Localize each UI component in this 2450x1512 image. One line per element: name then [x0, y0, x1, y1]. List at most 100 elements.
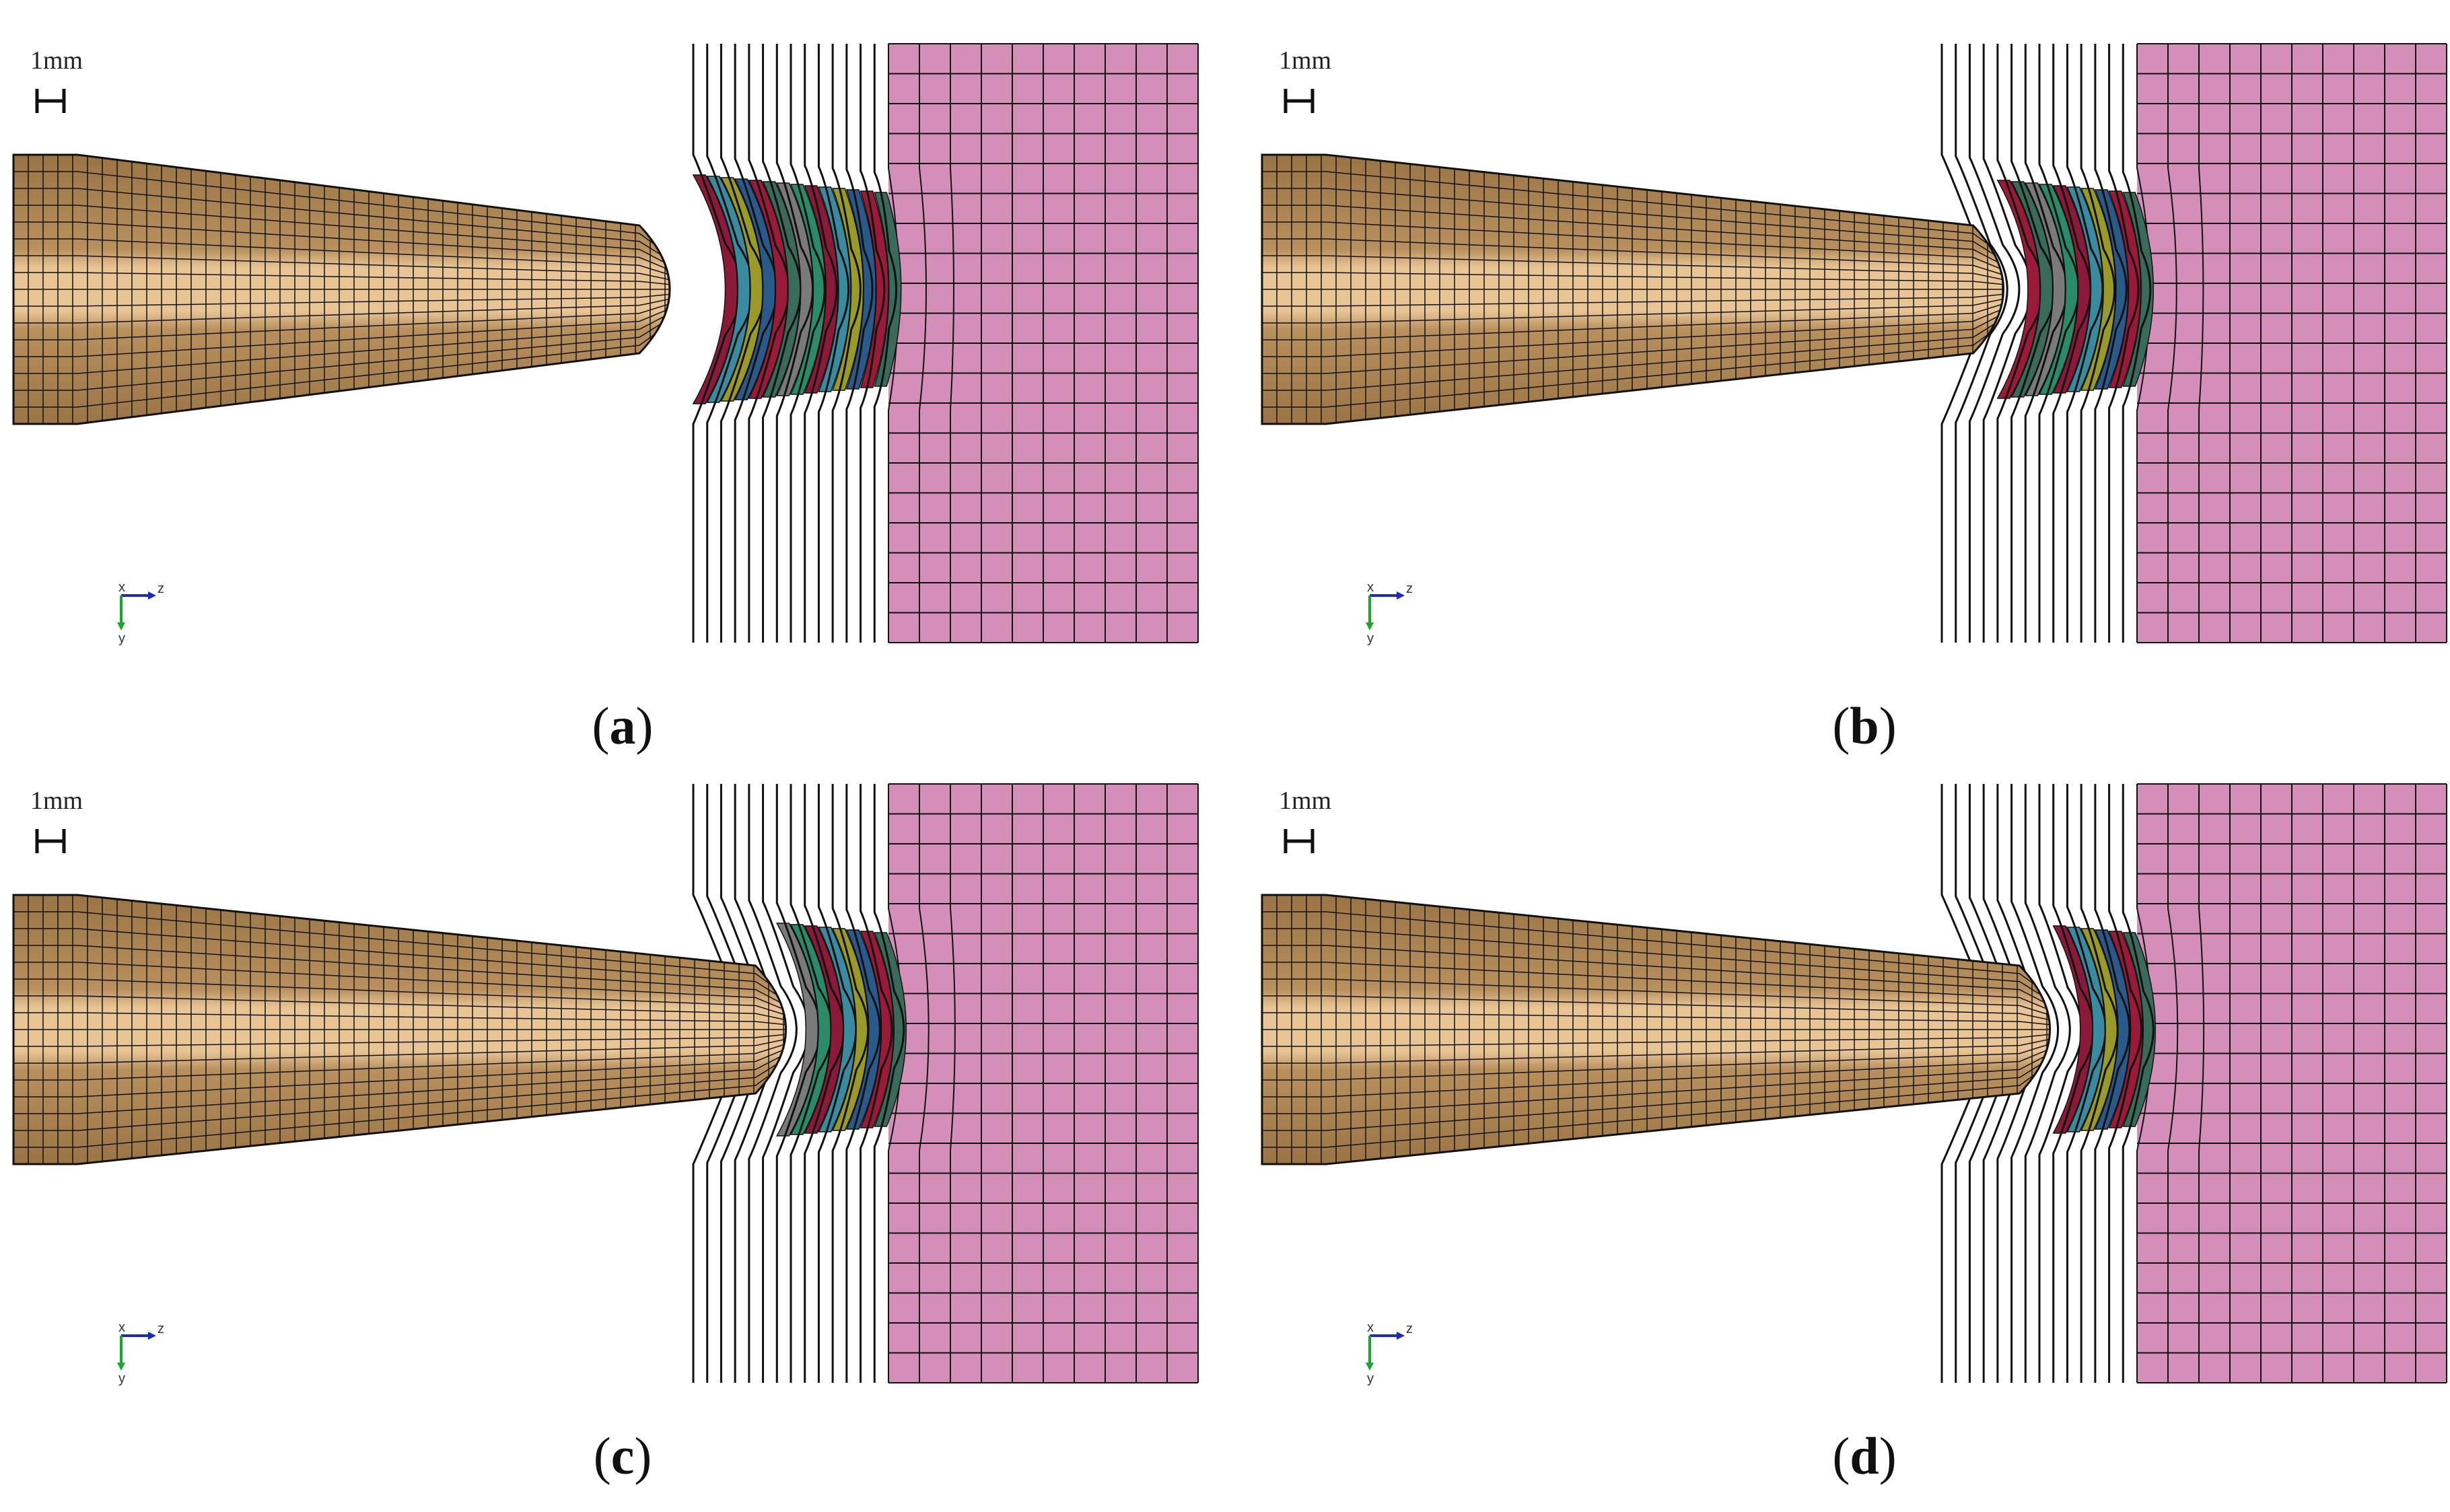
projectile-mesh-line — [13, 221, 670, 281]
plate-line — [2122, 784, 2155, 1383]
plate-bulge — [845, 189, 877, 390]
block-mesh-vertical — [950, 44, 954, 643]
plate-line — [845, 44, 874, 643]
block-mesh-vertical — [919, 44, 927, 643]
plate-line — [2010, 784, 2059, 1383]
axis-x-label: x — [1367, 1320, 1374, 1335]
plate-line — [2094, 44, 2128, 643]
plate-bulge — [2094, 929, 2131, 1130]
projectile-mesh-line — [1262, 255, 2004, 285]
projectile — [1261, 894, 2051, 1165]
target-block — [888, 43, 1199, 643]
plate-bulge — [790, 184, 827, 395]
axis-z-head — [148, 1332, 156, 1340]
block-mesh-vertical — [950, 784, 956, 1383]
plate-bulge — [706, 176, 750, 403]
plate-bulge — [2052, 925, 2093, 1134]
plate-line — [804, 44, 838, 643]
plate-line — [831, 44, 862, 643]
block-mesh-vertical — [2167, 784, 2179, 1383]
target-block — [2136, 43, 2448, 643]
plate-bulge — [845, 929, 882, 1130]
projectile-mesh-line — [1262, 995, 2050, 1025]
plate-bulge — [804, 925, 844, 1134]
plate-line — [860, 44, 886, 643]
plate-line — [817, 44, 850, 643]
plate-bulge — [874, 192, 902, 387]
plate-bulge — [860, 931, 895, 1128]
scale-label: 1mm — [1279, 46, 1331, 75]
target-block — [888, 783, 1199, 1383]
projectile-mesh-line — [13, 1034, 786, 1064]
block-mesh-vertical — [2198, 44, 2204, 643]
plate-bulge — [762, 181, 801, 398]
axis-z-head — [148, 591, 156, 600]
projectile-mesh-line — [13, 291, 670, 307]
plate-bulge — [2010, 181, 2054, 398]
axis-y-label: y — [1367, 631, 1374, 646]
plate-bulge — [720, 177, 763, 402]
plate-bulge — [734, 178, 776, 400]
plate-line — [2108, 44, 2140, 643]
plate-line — [831, 784, 870, 1383]
target-block — [2136, 783, 2448, 1383]
plate-bulge — [2080, 928, 2118, 1131]
projectile-mesh-line — [1262, 1036, 2050, 1081]
plate-bulge — [2066, 186, 2104, 392]
projectile-mesh-line — [1262, 295, 2004, 340]
panel-label-d: (d) — [1832, 1427, 1897, 1485]
panel-label-a: (a) — [592, 696, 654, 755]
scale-bar: 1mm — [30, 787, 83, 853]
plate-bulge — [2025, 182, 2066, 396]
plate-line — [748, 784, 798, 1383]
plate-line — [2024, 784, 2071, 1383]
plate-line — [2108, 784, 2143, 1383]
plate-stack — [1940, 44, 2155, 643]
axis-y-head — [117, 622, 125, 631]
plate-bulge — [776, 182, 814, 396]
plate-bulge — [831, 928, 869, 1131]
plate-line — [790, 44, 826, 643]
plate-line — [845, 784, 881, 1383]
plate-bulge — [2122, 192, 2155, 387]
axis-triad: zxy — [117, 580, 164, 646]
block-mesh-vertical — [2167, 44, 2177, 643]
projectile-mesh-line — [1262, 291, 2004, 307]
plate-line — [1968, 44, 2021, 643]
projectile-mesh-line — [1262, 1031, 2050, 1047]
projectile-mesh-line — [1262, 978, 2050, 1023]
scale-label: 1mm — [30, 46, 83, 75]
plate-bulge — [1996, 180, 2041, 399]
axis-y-head — [117, 1363, 125, 1371]
plate-bulge — [776, 923, 818, 1137]
axis-y-head — [1366, 622, 1374, 631]
plate-bulge — [2080, 188, 2116, 391]
scale-bar: 1mm — [1279, 46, 1331, 113]
axis-y-head — [1366, 1363, 1374, 1371]
projectile-mesh-line — [1262, 272, 2004, 288]
axis-x-label: x — [118, 580, 125, 595]
plate-bulge — [2052, 185, 2091, 394]
scale-bar: 1mm — [1279, 787, 1331, 853]
plate-stack — [692, 44, 902, 643]
projectile-mesh-line — [1262, 1034, 2050, 1064]
projectile-mesh-line — [13, 1036, 786, 1081]
projectile-mesh-line — [1262, 238, 2004, 283]
simulation-view-d: 1mm zxy — [1261, 783, 2448, 1386]
plate-bulge — [860, 190, 889, 388]
projectile-mesh-line — [13, 978, 786, 1023]
plate-bulge — [2038, 184, 2078, 395]
plate-line — [873, 784, 905, 1383]
panel-label-b: (b) — [1832, 696, 1897, 755]
axis-triad: zxy — [117, 1320, 164, 1386]
axis-triad: zxy — [1366, 1320, 1413, 1386]
projectile-mesh-line — [13, 298, 670, 357]
plate-line — [2122, 44, 2152, 643]
plate-bulge — [748, 180, 789, 399]
plate-line — [2080, 44, 2116, 643]
plate-bulge — [790, 924, 831, 1135]
